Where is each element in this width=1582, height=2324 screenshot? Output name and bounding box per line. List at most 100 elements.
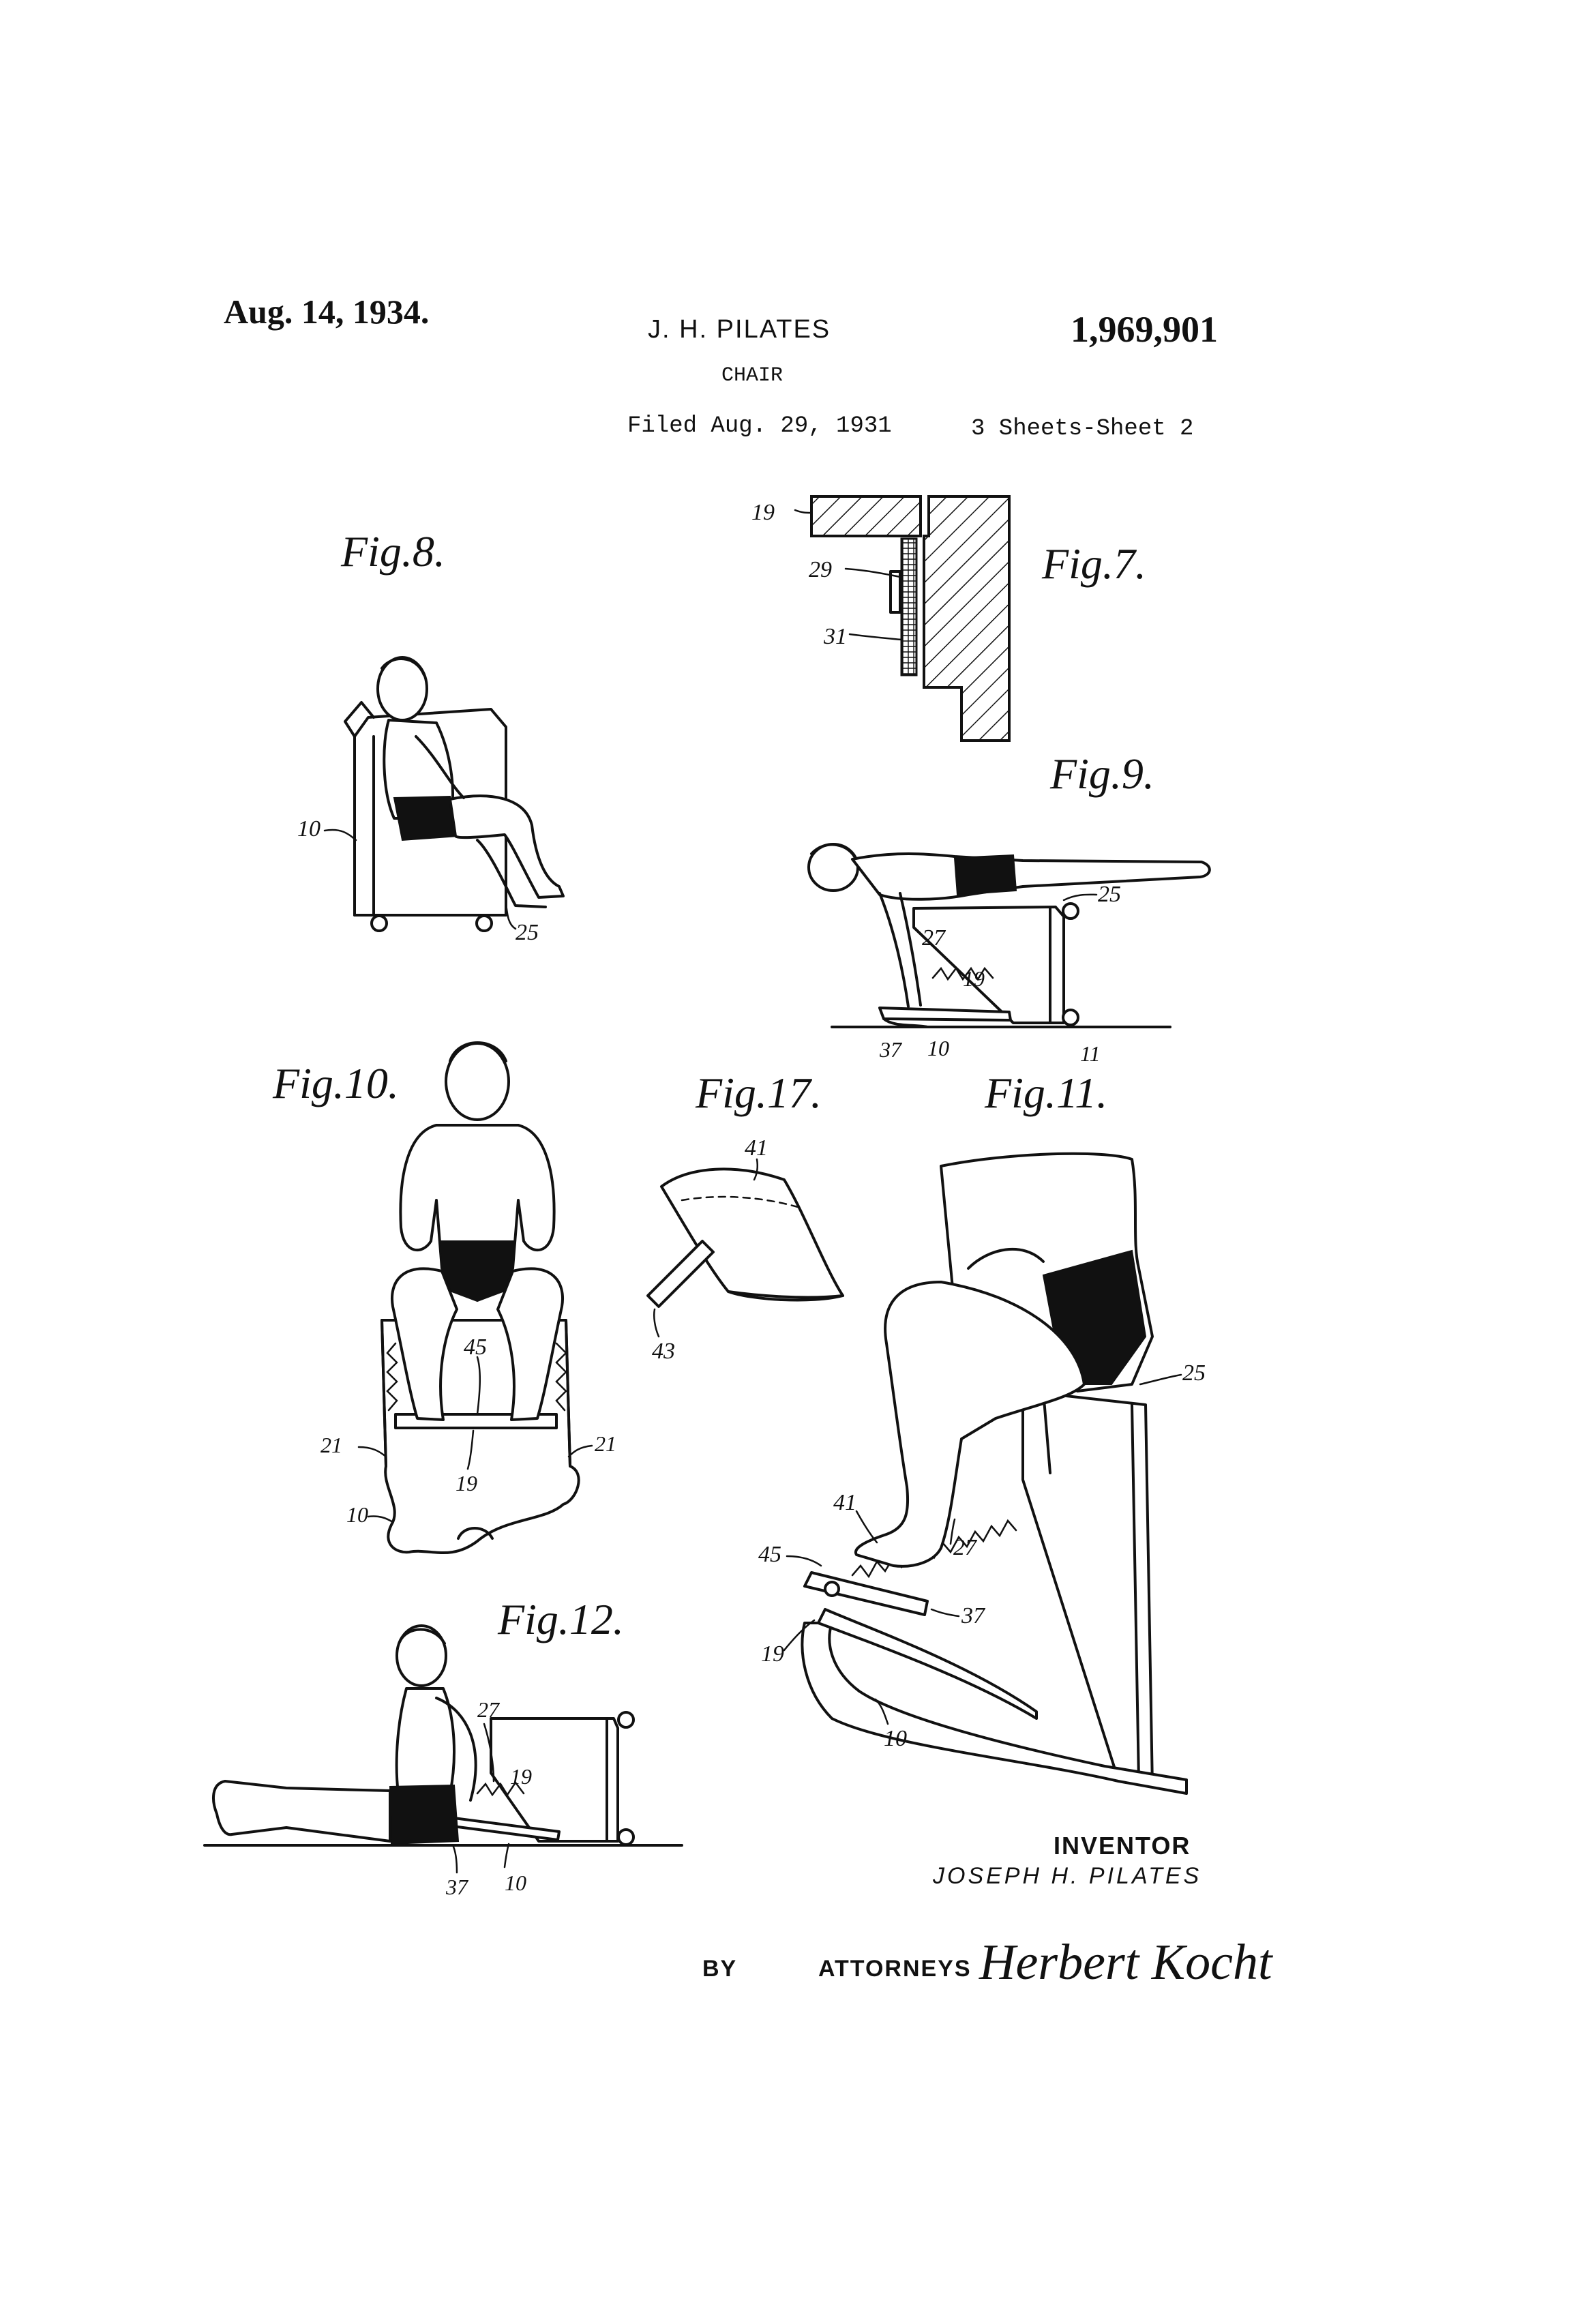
patent-subject: CHAIR (721, 364, 783, 387)
person-arm (415, 735, 465, 799)
figure-10: Fig.10. 45 21 21 19 10 (272, 1041, 616, 1555)
label-41: 41 (833, 1490, 856, 1515)
person-left-leg (391, 1267, 458, 1421)
label-25: 25 (516, 920, 539, 945)
person-leg (854, 1281, 1086, 1568)
label-11: 11 (1080, 1041, 1101, 1066)
person-hair (810, 843, 858, 862)
chair-wheel (475, 914, 493, 932)
spring-plate-section (900, 537, 918, 676)
figure-10-title: Fig.10. (272, 1059, 399, 1107)
label-25: 25 (1182, 1360, 1206, 1386)
figure-9: Fig.9. 25 27 19 37 10 11 (807, 749, 1211, 1066)
attorney-signature: Herbert Kocht (979, 1935, 1274, 1991)
person-arm (878, 892, 910, 1008)
pedal-arm (817, 1608, 1038, 1720)
chair-edges (1042, 1390, 1140, 1781)
chair-body (912, 906, 1065, 1024)
spring-left (386, 1342, 398, 1412)
label-21-right: 21 (595, 1431, 616, 1456)
inventor-label: INVENTOR (1054, 1832, 1191, 1860)
leader-45 (476, 1356, 481, 1416)
chair-body (490, 1717, 619, 1843)
person-legs (212, 1780, 391, 1843)
pedal-rod-43 (646, 1240, 715, 1308)
leader-43 (653, 1308, 660, 1338)
leader-19 (794, 509, 813, 514)
person-arm (967, 1247, 1045, 1270)
bracket-section (889, 570, 901, 614)
leader-10 (367, 1515, 394, 1523)
label-19: 19 (510, 1764, 532, 1789)
person-arm (435, 1697, 477, 1802)
figure-11-title: Fig.11. (984, 1069, 1107, 1117)
label-27: 27 (922, 925, 946, 951)
label-21-left: 21 (320, 1433, 342, 1457)
person-legs (449, 794, 565, 899)
person-head (395, 1624, 447, 1687)
pedal (878, 1007, 1012, 1022)
person-right-leg (496, 1267, 564, 1421)
label-10: 10 (927, 1036, 949, 1060)
chair-back-edge (353, 735, 375, 917)
patent-number: 1,969,901 (1071, 309, 1218, 350)
spring-right (555, 1342, 567, 1412)
leader-10 (874, 1698, 889, 1725)
leader-31 (848, 633, 903, 641)
attorney-signature-text: Herbert Kocht (979, 1935, 1274, 1991)
label-45: 45 (464, 1335, 487, 1360)
label-37: 37 (961, 1603, 986, 1628)
figure-7: 19 29 31 Fig.7. (751, 495, 1146, 742)
figure-12: Fig.12. 27 19 37 10 (203, 1595, 683, 1899)
base-cutout (457, 1527, 494, 1540)
chair-wheel (617, 1828, 635, 1846)
frame-section (923, 495, 1011, 742)
person-lower-leg (476, 839, 547, 908)
chair-sides (380, 1319, 571, 1468)
attorneys-label: ATTORNEYS (818, 1956, 972, 1982)
pedal-base (882, 1017, 929, 1028)
person-body-extended (851, 852, 1211, 901)
chair-wheel (1062, 1009, 1079, 1026)
leader-25 (1139, 1373, 1182, 1386)
chair-wheel (1062, 902, 1079, 920)
leader-41 (753, 1158, 759, 1181)
leader-27 (483, 1723, 495, 1783)
inventor-name-footer: JOSEPH H. PILATES (933, 1863, 1202, 1889)
chair-back-top (344, 701, 375, 738)
label-10: 10 (884, 1726, 907, 1751)
person-hair (449, 1041, 507, 1062)
label-27: 27 (477, 1697, 501, 1722)
figure-12-title: Fig.12. (497, 1595, 624, 1643)
spring-27 (476, 1781, 525, 1797)
leader-41 (855, 1510, 878, 1544)
label-41: 41 (745, 1135, 768, 1161)
leader-37 (451, 1844, 458, 1874)
leader-25 (1062, 893, 1098, 902)
leader-19 (466, 1429, 475, 1470)
label-10: 10 (297, 816, 320, 841)
spring-27 (931, 966, 994, 981)
leader-45 (786, 1555, 822, 1567)
person-trunks (389, 1784, 460, 1845)
leader-10 (503, 1843, 510, 1868)
seat-board-section (810, 495, 922, 537)
label-25: 25 (1098, 882, 1121, 907)
sheet-count: 3 Sheets-Sheet 2 (971, 416, 1194, 442)
leader-25 (505, 902, 517, 930)
person-trunks (393, 795, 460, 841)
leader-19 (783, 1619, 816, 1652)
person-hair (398, 1628, 446, 1645)
label-27: 27 (953, 1535, 978, 1560)
chair-wheel (370, 914, 388, 932)
label-31: 31 (823, 624, 847, 649)
label-19: 19 (751, 500, 775, 525)
chair-base-10 (801, 1622, 1188, 1795)
person-arm-2 (899, 892, 922, 1007)
person-head (445, 1042, 510, 1121)
label-19: 19 (761, 1641, 784, 1667)
pedal-19 (803, 1571, 929, 1616)
pedal-cap-edge (727, 1290, 844, 1302)
